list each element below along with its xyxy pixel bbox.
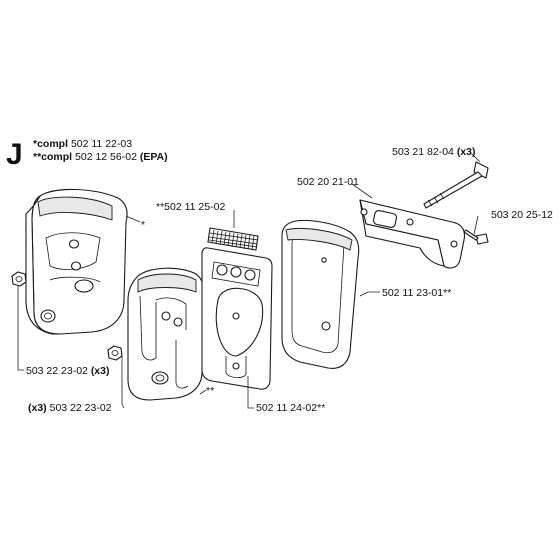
- compl-2-prefix: **compl: [33, 151, 73, 163]
- muffler-housing: [25, 188, 128, 335]
- label-bracket: 502 20 21-01: [297, 176, 359, 188]
- compl-2-suffix: (EPA): [139, 151, 168, 163]
- label-screw-right: 503 20 25-12: [491, 209, 553, 221]
- label-screen: **502 11 25-02: [156, 201, 226, 213]
- compl-line-2: **compl 502 12 56-02 (EPA): [33, 151, 168, 163]
- exhaust-bracket: [359, 199, 466, 269]
- label-nut-lower-number: 503 22 23-02: [49, 402, 112, 414]
- compl-1-number: 502 11 22-03: [70, 138, 133, 150]
- label-nut-upper-number: 503 22 23-02: [26, 365, 88, 377]
- label-bolt: 503 21 82-04 (x3): [392, 146, 476, 158]
- label-nut-lower: (x3) 503 22 23-02: [28, 402, 112, 414]
- compl-2-number: 502 12 56-02: [75, 151, 137, 163]
- label-nut-upper: 503 22 23-02 (x3): [26, 365, 110, 377]
- muffler-plate: [201, 247, 273, 390]
- label-plate: 502 11 24-02**: [256, 402, 326, 414]
- compl-line-1: *compl 502 11 22-03: [33, 138, 132, 150]
- compl-1-prefix: *compl: [33, 138, 69, 150]
- label-bolt-qty: (x3): [456, 146, 476, 158]
- label-double-star: **: [206, 385, 215, 397]
- spark-screen: [207, 227, 259, 251]
- muffler-cover: [281, 219, 360, 369]
- label-bolt-number: 503 21 82-04: [392, 146, 454, 158]
- bolt: [423, 161, 489, 209]
- leader-lines: [17, 153, 481, 409]
- label-nut-lower-qty: (x3): [28, 402, 47, 414]
- section-letter: J: [6, 138, 23, 171]
- label-nut-upper-qty: (x3): [90, 365, 110, 377]
- nut-lower: [107, 345, 123, 361]
- screw: [463, 229, 489, 245]
- muffler-rear-half: [127, 267, 205, 401]
- label-gasket-cover: 502 11 23-01**: [382, 287, 452, 299]
- label-star: *: [141, 219, 146, 231]
- nut-upper: [11, 271, 27, 287]
